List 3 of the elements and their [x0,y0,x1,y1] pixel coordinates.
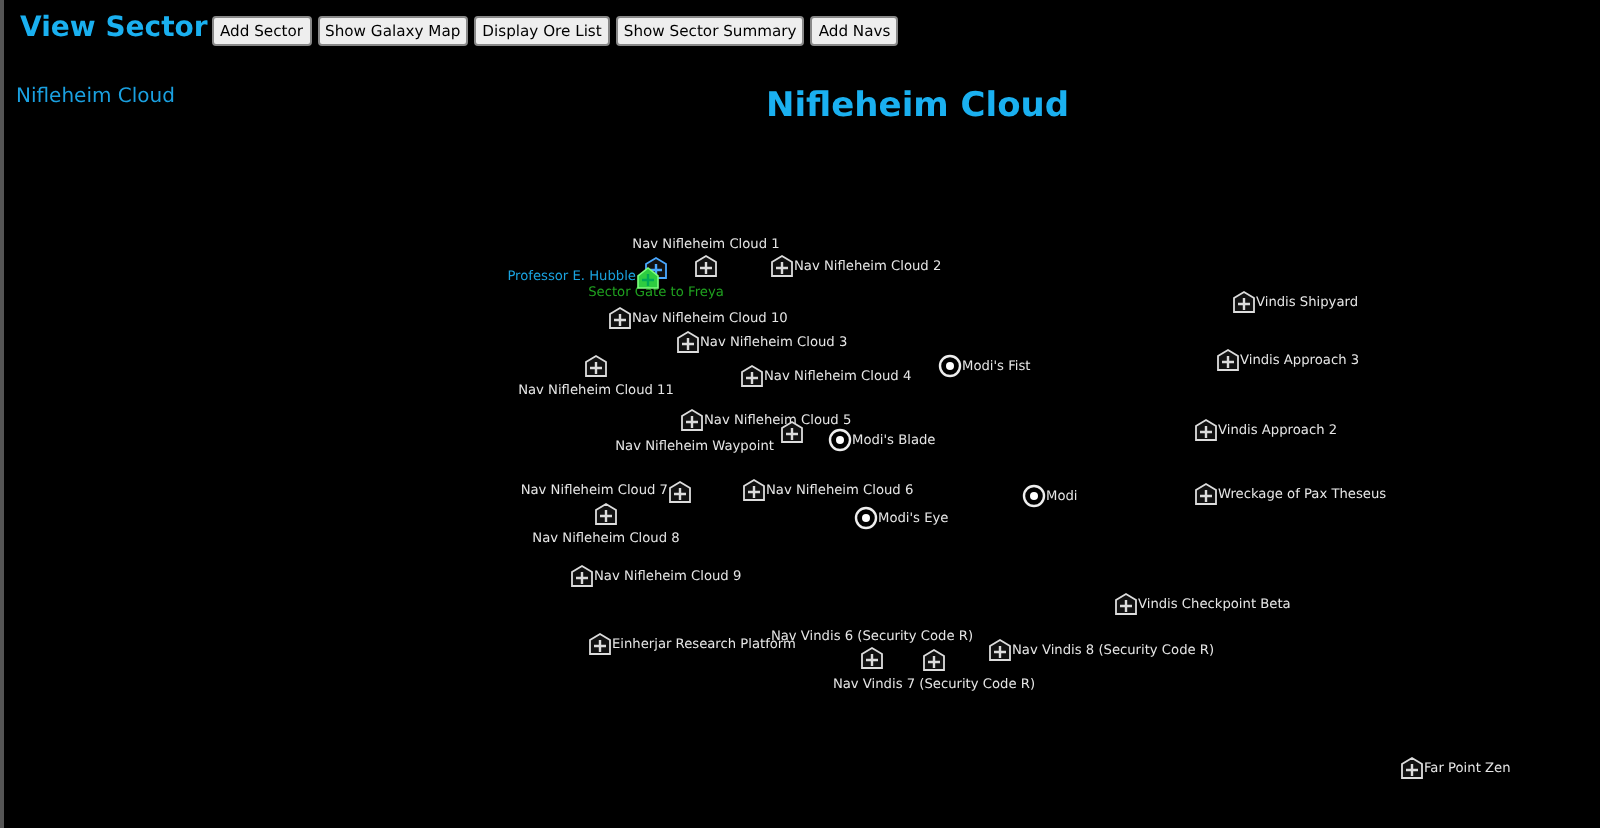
sector-name: Nifleheim Cloud [16,86,175,108]
page-title: View Sector [20,12,208,44]
map-heading: Nifleheim Cloud [766,86,1070,126]
